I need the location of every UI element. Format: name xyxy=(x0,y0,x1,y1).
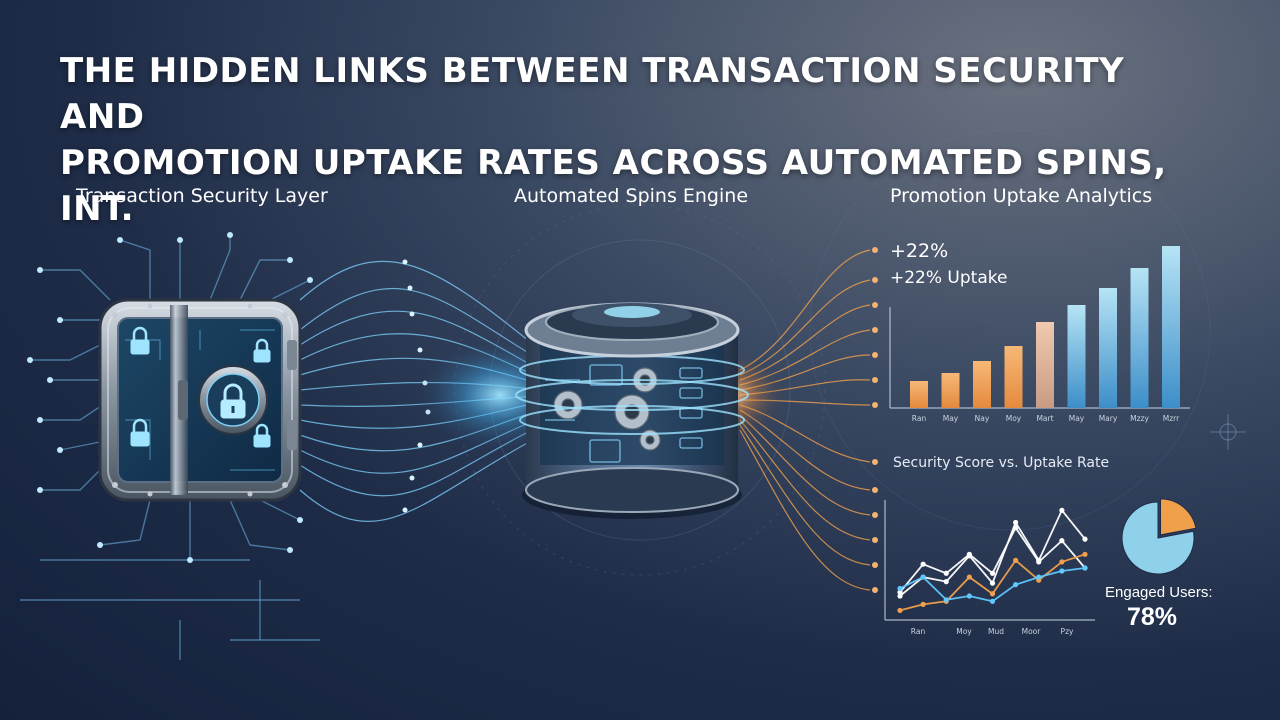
padlock-icon xyxy=(220,383,246,419)
pie-chart xyxy=(1121,498,1197,575)
bar-3 xyxy=(1004,346,1023,408)
bar-tick-label: Moy xyxy=(1006,414,1022,423)
line-point xyxy=(920,574,926,580)
bar-tick-label: Mzrr xyxy=(1163,414,1180,423)
padlock-icon xyxy=(253,338,271,363)
page-title: THE HIDDEN LINKS BETWEEN TRANSACTION SEC… xyxy=(60,48,1220,232)
engaged-users-value: 78% xyxy=(1127,603,1178,631)
vault-lock-icon xyxy=(98,298,302,502)
bar-chart xyxy=(910,246,1180,408)
line-point xyxy=(989,591,996,597)
padlock-icon xyxy=(130,418,150,447)
line-point xyxy=(897,589,903,595)
line-point xyxy=(897,593,903,599)
padlock-icon xyxy=(253,423,271,448)
section-label-security: Transaction Security Layer xyxy=(76,185,328,207)
pie-slice-1 xyxy=(1121,501,1195,575)
line-point xyxy=(966,574,972,580)
line-point xyxy=(1059,538,1065,544)
line-tick-label: Pzy xyxy=(1061,627,1074,636)
bar-5 xyxy=(1067,305,1086,408)
line-point xyxy=(1059,559,1065,565)
bar-tick-label: Ran xyxy=(912,414,927,423)
bar-tick-label: Mart xyxy=(1036,414,1053,423)
uptake-annotation: +22% Uptake xyxy=(890,268,1008,288)
line-chart-tick-labels: Ran Moy Mud Moor Pzy xyxy=(911,627,1074,636)
bar-tick-label: Nay xyxy=(975,414,990,423)
line-point xyxy=(943,597,949,603)
gear-cylinder-icon xyxy=(515,302,749,519)
line-chart-title: Security Score vs. Uptake Rate xyxy=(893,455,1110,471)
line-point xyxy=(920,561,926,567)
line-point xyxy=(1059,507,1065,513)
section-label-engine: Automated Spins Engine xyxy=(514,185,749,207)
line-point xyxy=(966,593,972,599)
compass-mark xyxy=(1210,414,1246,450)
line-point xyxy=(897,607,903,614)
section-label-analytics: Promotion Uptake Analytics xyxy=(890,185,1153,207)
orange-nodes xyxy=(872,247,878,593)
line-point xyxy=(897,585,903,592)
line-point xyxy=(1013,519,1019,526)
bar-tick-label: May xyxy=(943,414,959,423)
bar-tick-label: Mary xyxy=(1099,414,1118,423)
bar-7 xyxy=(1130,268,1149,408)
line-point xyxy=(966,553,972,559)
line-point xyxy=(1036,574,1042,580)
line-point xyxy=(943,579,949,585)
bar-6 xyxy=(1099,288,1117,408)
line-tick-label: Moor xyxy=(1022,627,1042,636)
line-point xyxy=(1082,565,1088,571)
bar-tick-label: May xyxy=(1069,414,1085,423)
line-point xyxy=(989,598,996,604)
circuit-nodes xyxy=(27,232,313,563)
engaged-users-label: Engaged Users: xyxy=(1105,584,1213,601)
line-tick-label: Mud xyxy=(988,627,1004,636)
bar-2 xyxy=(973,361,991,408)
bar-1 xyxy=(941,373,960,408)
line-point xyxy=(989,570,996,576)
bar-4 xyxy=(1036,322,1054,408)
line-point xyxy=(920,601,926,607)
line-point xyxy=(1013,582,1019,588)
circuit-traces xyxy=(20,235,320,660)
bar-8 xyxy=(1162,246,1180,408)
padlock-icon xyxy=(130,326,150,355)
line-point xyxy=(1013,557,1019,563)
line-chart xyxy=(897,507,1088,614)
line-tick-label: Ran xyxy=(911,627,926,636)
pie-slice-0 xyxy=(1159,498,1197,536)
title-line-1: THE HIDDEN LINKS BETWEEN TRANSACTION SEC… xyxy=(60,51,1125,137)
uptake-annotation-top: +22% xyxy=(890,240,949,262)
line-point xyxy=(1036,557,1042,563)
line-point xyxy=(1059,568,1065,574)
line-chart-axes xyxy=(884,500,1095,621)
title-line-2: PROMOTION UPTAKE RATES ACROSS AUTOMATED … xyxy=(60,143,1167,229)
bar-tick-label: Mzzy xyxy=(1130,414,1149,423)
line-point xyxy=(989,580,996,586)
line-point xyxy=(1082,536,1088,542)
bar-chart-tick-labels: Ran May Nay Moy Mart May Mary Mzzy Mzrr xyxy=(912,414,1180,423)
line-tick-label: Moy xyxy=(956,627,972,636)
line-point xyxy=(943,570,949,576)
line-point xyxy=(1082,551,1088,557)
bar-0 xyxy=(910,381,928,408)
